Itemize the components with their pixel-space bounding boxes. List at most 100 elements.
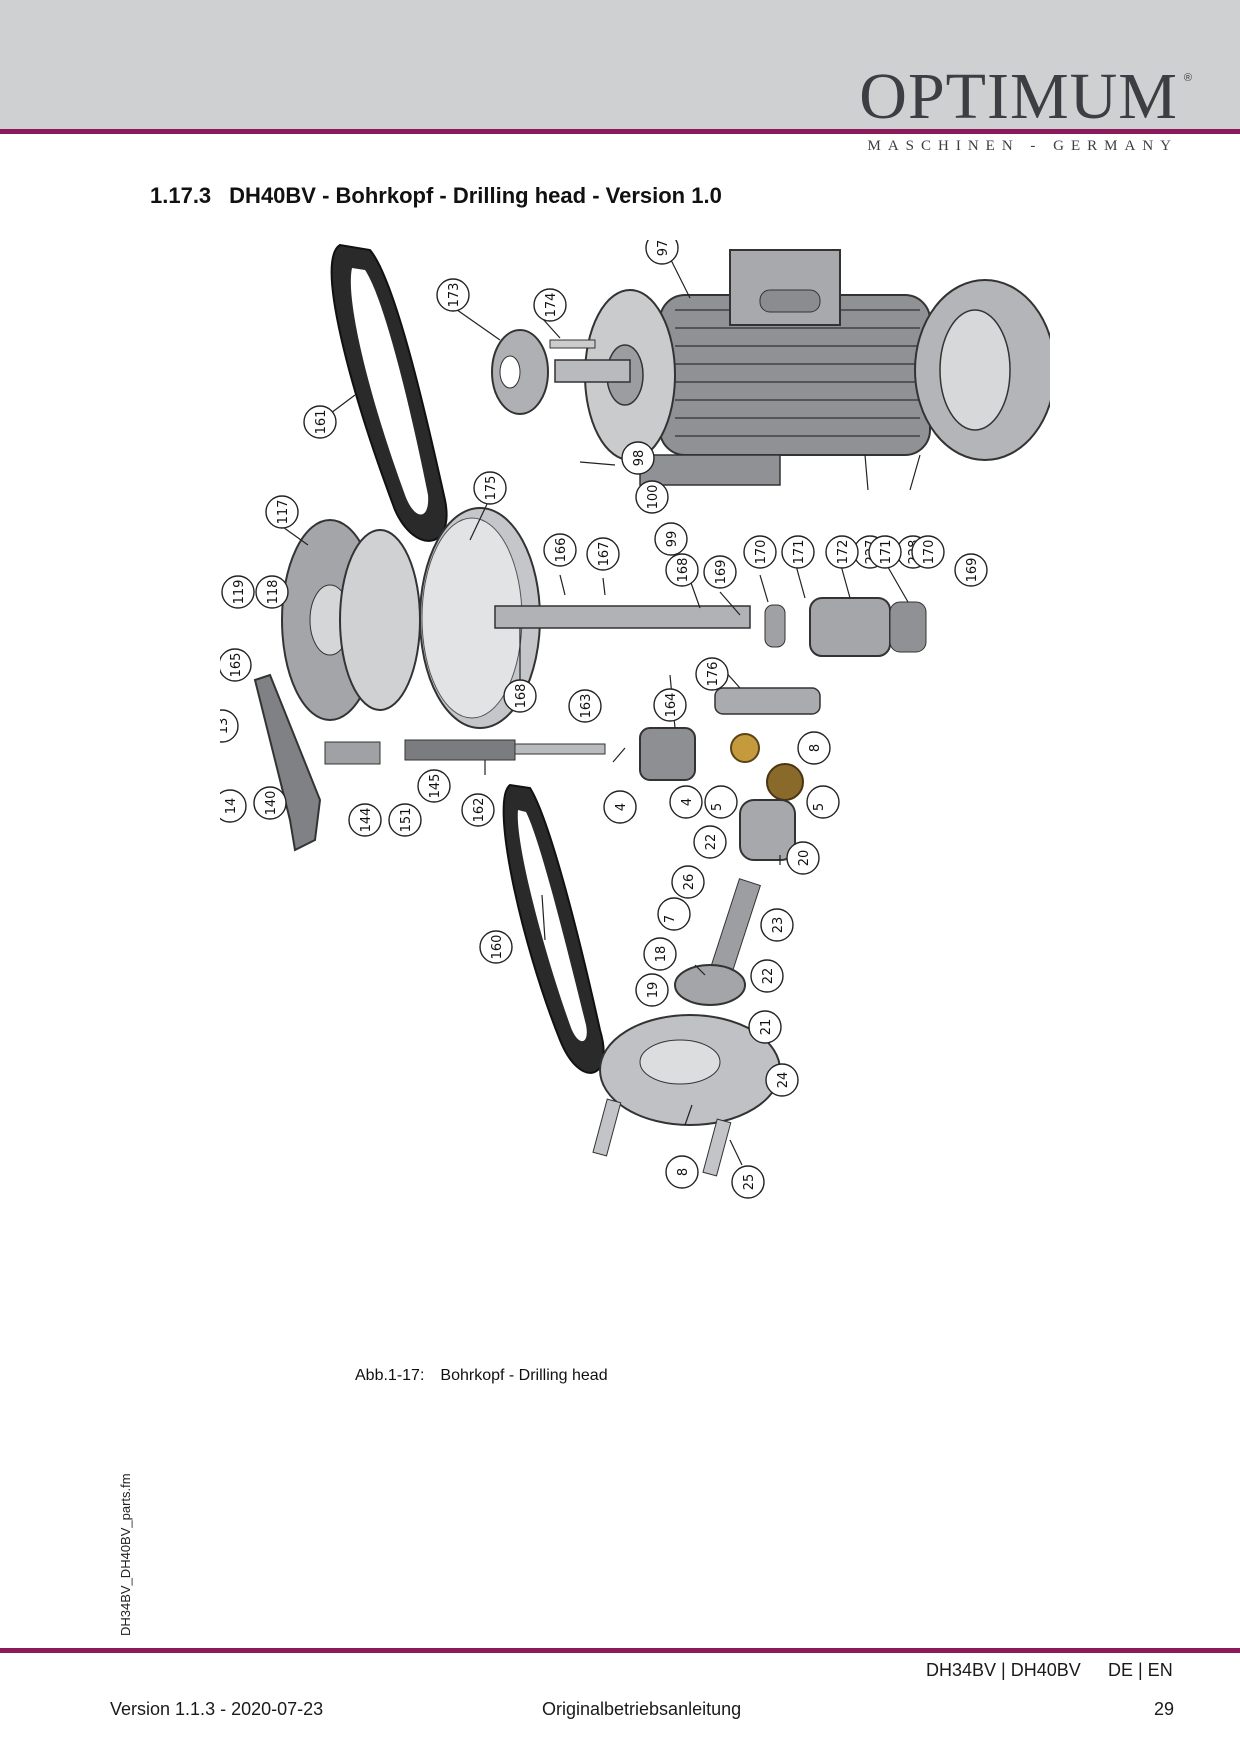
- brand-logo: OPTIMUM ®: [859, 64, 1192, 130]
- drilling-head-illustration: 97 173 174 161 98 100 99 22 7 22 8 117 175…: [220, 240, 1050, 1199]
- callout-8-top: 8: [797, 731, 831, 765]
- svg-text:22: 22: [761, 968, 776, 985]
- svg-text:8: 8: [676, 1168, 691, 1176]
- header-rule: [0, 129, 1240, 134]
- svg-text:14: 14: [224, 798, 239, 815]
- svg-text:171: 171: [792, 540, 807, 565]
- svg-text:23: 23: [771, 917, 786, 934]
- callout-161: 161: [303, 405, 337, 439]
- exploded-parts-diagram: 97 173 174 161 98 100 99 22 7 22 8 117 175…: [220, 240, 1050, 1350]
- svg-text:18: 18: [654, 946, 669, 963]
- callout-97: 97: [645, 240, 679, 265]
- svg-text:13: 13: [220, 718, 231, 735]
- callout-173: 173: [436, 278, 470, 312]
- svg-text:174: 174: [544, 293, 559, 318]
- callout-166: 166: [543, 533, 577, 567]
- svg-text:24: 24: [776, 1072, 791, 1089]
- callout-20: 20: [786, 841, 820, 875]
- callout-175: 175: [473, 471, 507, 505]
- callout-19: 19: [635, 973, 669, 1007]
- callout-5-left: 5: [704, 785, 738, 819]
- callout-5-right: 5: [806, 785, 840, 819]
- callout-18: 18: [643, 937, 677, 971]
- footer-document-type: Originalbetriebsanleitung: [542, 1699, 742, 1719]
- callout-176: 176: [695, 657, 729, 691]
- footer-models: DH34BV | DH40BV: [926, 1660, 1081, 1680]
- callout-172: 172: [825, 535, 859, 569]
- callout-22-top: 22: [693, 825, 727, 859]
- callout-98: 98: [621, 441, 655, 475]
- callout-119: 119: [221, 575, 255, 609]
- callout-4-left: 4: [603, 790, 637, 824]
- footer-languages: DE | EN: [1108, 1660, 1173, 1680]
- svg-text:170: 170: [754, 540, 769, 565]
- section-title: DH40BV - Bohrkopf - Drilling head - Vers…: [229, 183, 722, 208]
- svg-text:98: 98: [632, 450, 647, 467]
- svg-text:5: 5: [812, 803, 827, 811]
- callout-163: 163: [568, 689, 602, 723]
- callout-140: 140: [253, 786, 287, 820]
- callout-14: 14: [220, 789, 247, 823]
- callout-151: 151: [388, 803, 422, 837]
- callout-165: 165: [220, 648, 252, 682]
- callout-144: 144: [348, 803, 382, 837]
- svg-text:119: 119: [232, 580, 247, 605]
- svg-text:175: 175: [484, 476, 499, 501]
- callout-markers: 97 173 174 161 98 100 99 22 7 22 8 117 175…: [220, 240, 988, 1199]
- svg-text:100: 100: [646, 485, 661, 510]
- callout-24: 24: [765, 1063, 799, 1097]
- svg-text:4: 4: [614, 803, 629, 811]
- callout-168-bottom: 168: [503, 679, 537, 713]
- svg-text:25: 25: [742, 1174, 757, 1191]
- svg-text:160: 160: [490, 935, 505, 960]
- brand-tagline: MASCHINEN - GERMANY: [867, 138, 1178, 154]
- svg-text:22: 22: [704, 834, 719, 851]
- svg-text:171: 171: [879, 540, 894, 565]
- caption-label: Abb.1-17:: [355, 1367, 425, 1384]
- callout-26: 26: [671, 865, 705, 899]
- callout-25: 25: [731, 1165, 765, 1199]
- svg-text:168: 168: [514, 684, 529, 709]
- svg-text:21: 21: [759, 1019, 774, 1036]
- lever-165: [253, 673, 322, 852]
- pulley-173: [491, 329, 549, 415]
- svg-text:19: 19: [646, 982, 661, 999]
- svg-text:168: 168: [676, 558, 691, 583]
- callout-164: 164: [653, 688, 687, 722]
- svg-text:173: 173: [447, 283, 462, 308]
- callout-170-right: 170: [911, 535, 945, 569]
- svg-text:165: 165: [229, 653, 244, 678]
- svg-text:162: 162: [472, 798, 487, 823]
- svg-text:145: 145: [428, 774, 443, 799]
- callout-167: 167: [586, 537, 620, 571]
- svg-text:99: 99: [665, 531, 680, 548]
- side-filename: DH34BV_DH40BV_parts.fm: [118, 1473, 133, 1636]
- callout-99: 99: [654, 522, 688, 556]
- svg-text:117: 117: [276, 500, 291, 525]
- callout-100: 100: [635, 480, 669, 514]
- svg-text:97: 97: [656, 240, 671, 256]
- svg-text:169: 169: [714, 560, 729, 585]
- svg-text:170: 170: [922, 540, 937, 565]
- motor-97: [554, 249, 1050, 486]
- callout-168-top: 168: [665, 553, 699, 587]
- registered-mark: ®: [1183, 72, 1192, 84]
- callout-13: 13: [220, 709, 239, 743]
- svg-text:167: 167: [597, 542, 612, 567]
- callout-8-bottom: 8: [665, 1155, 699, 1189]
- callout-21: 21: [748, 1010, 782, 1044]
- svg-text:169: 169: [965, 558, 980, 583]
- svg-text:161: 161: [314, 410, 329, 435]
- figure-caption: Abb.1-17: Bohrkopf - Drilling head: [355, 1367, 608, 1385]
- svg-text:140: 140: [264, 791, 279, 816]
- svg-text:166: 166: [554, 538, 569, 563]
- svg-text:26: 26: [682, 874, 697, 891]
- callout-174: 174: [533, 288, 567, 322]
- caption-text: Bohrkopf - Drilling head: [440, 1367, 608, 1384]
- callout-145: 145: [417, 769, 451, 803]
- callout-7: 7: [657, 897, 691, 931]
- callout-162: 162: [461, 793, 495, 827]
- callout-171-left: 171: [781, 535, 815, 569]
- brand-name: OPTIMUM: [859, 60, 1178, 133]
